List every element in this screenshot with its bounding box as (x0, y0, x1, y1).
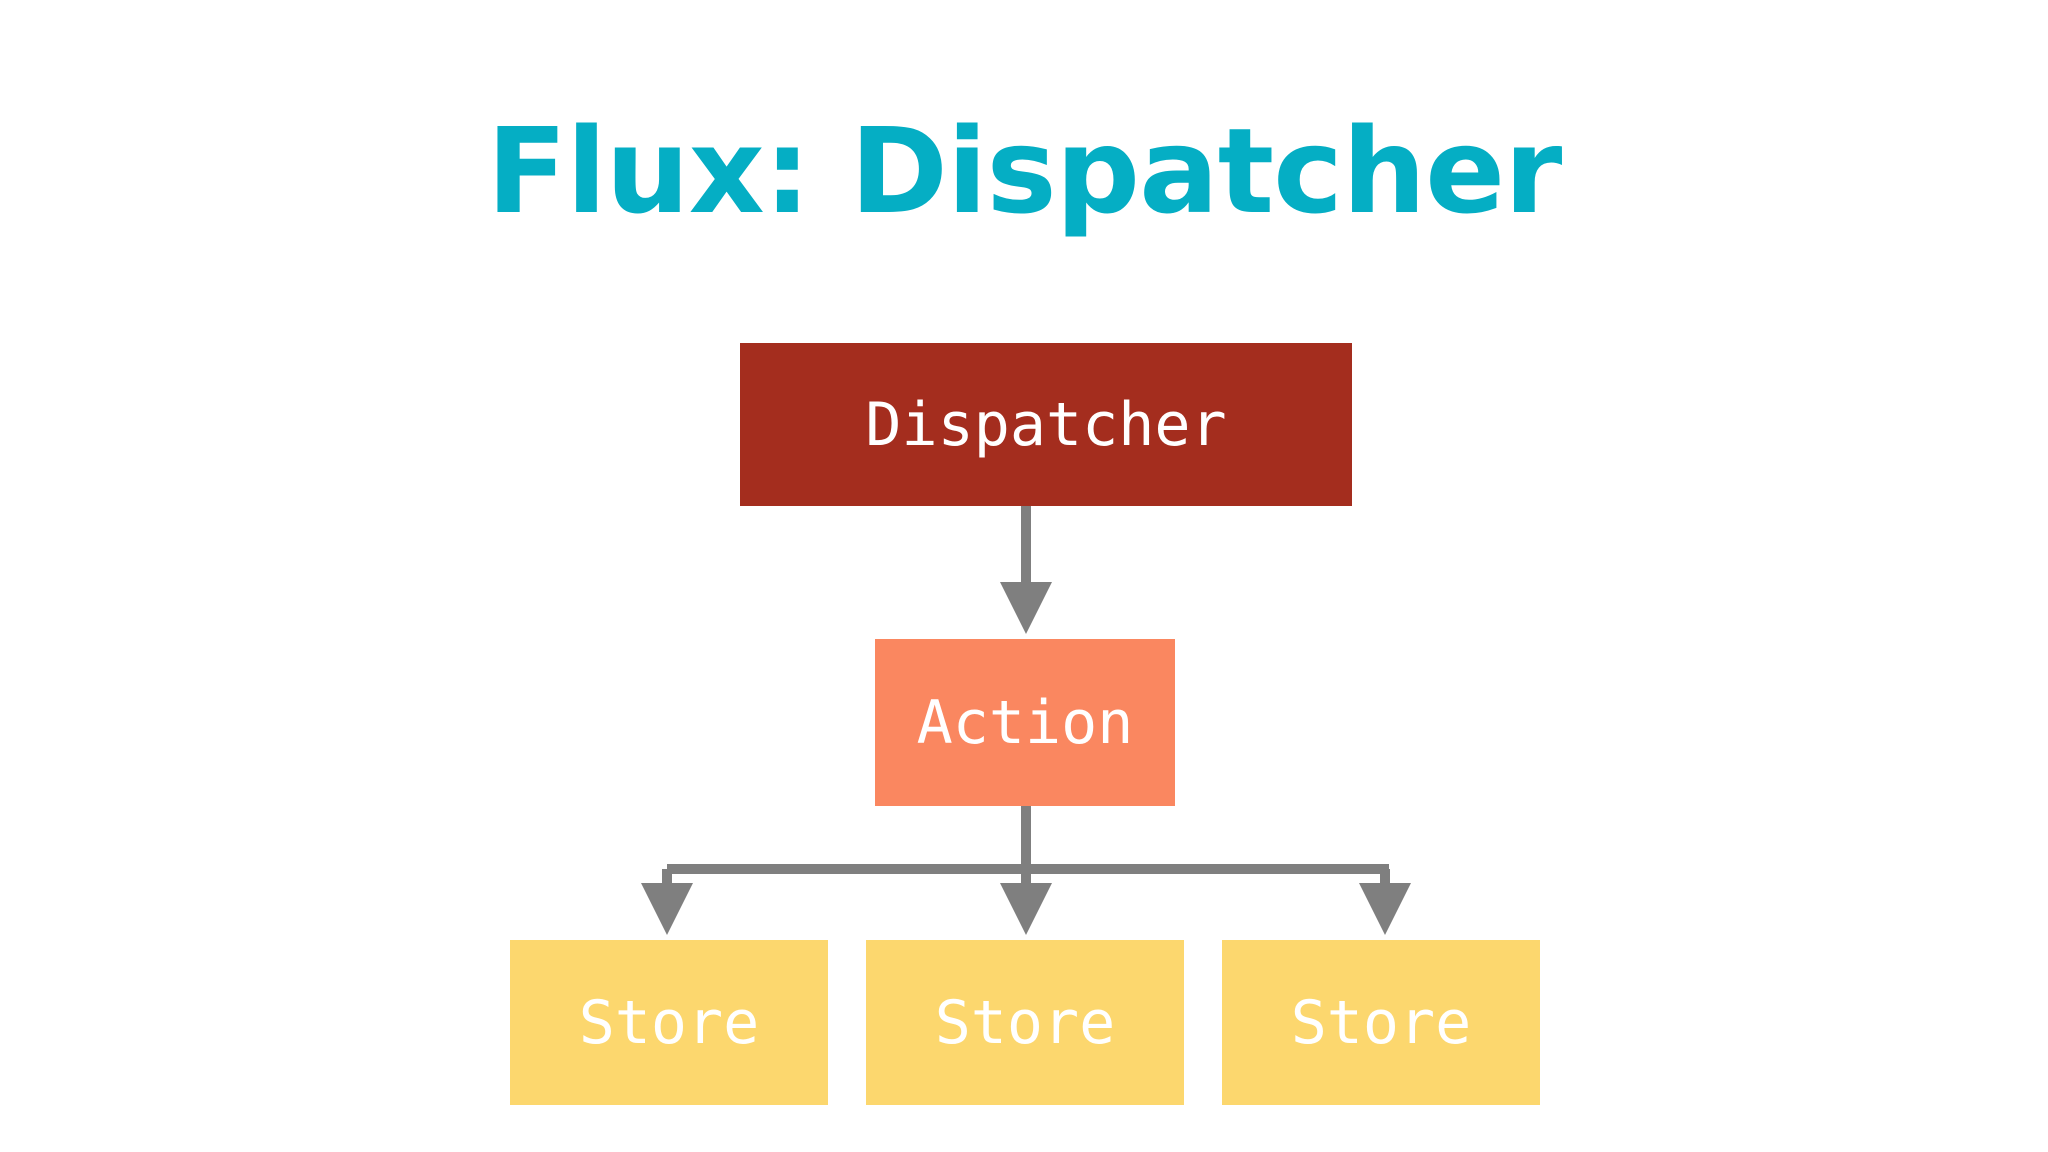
node-store-0[interactable]: Store (510, 940, 828, 1105)
edge-action-to-store-2 (1359, 869, 1411, 935)
edge-action-to-store-0 (641, 869, 693, 935)
edge-action-to-store-1 (1000, 869, 1052, 935)
edge-dispatcher-to-action (1000, 506, 1052, 634)
node-action-label: Action (916, 687, 1134, 758)
page-title: Flux: Dispatcher (486, 102, 1563, 240)
node-store-1-label: Store (934, 987, 1116, 1058)
node-action[interactable]: Action (875, 639, 1175, 806)
node-dispatcher-label: Dispatcher (865, 389, 1227, 460)
node-dispatcher[interactable]: Dispatcher (740, 343, 1352, 506)
node-store-2-label: Store (1290, 987, 1472, 1058)
node-store-1[interactable]: Store (866, 940, 1184, 1105)
node-store-0-label: Store (578, 987, 760, 1058)
node-store-2[interactable]: Store (1222, 940, 1540, 1105)
